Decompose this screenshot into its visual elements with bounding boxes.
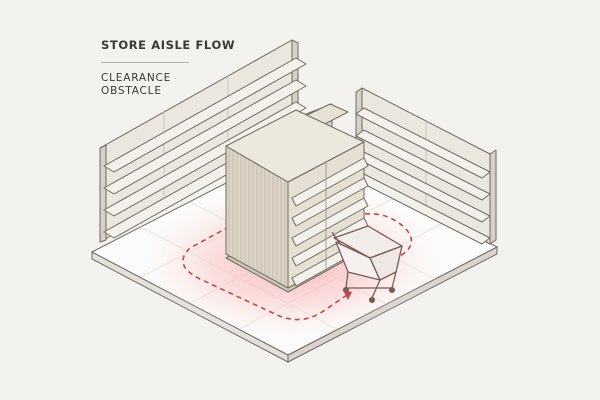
right-wall-shelf-boards bbox=[355, 107, 491, 245]
clearance-path bbox=[182, 212, 413, 321]
right-wall-shelf bbox=[355, 87, 497, 245]
left-wall-shelf bbox=[99, 39, 307, 243]
legend-item-clearance: CLEARANCE bbox=[101, 72, 172, 84]
legend-title: STORE AISLE FLOW bbox=[101, 38, 236, 52]
legend-item-obstacle: OBSTACLE bbox=[101, 85, 162, 97]
legend: STORE AISLE FLOW CLEARANCE OBSTACLE bbox=[101, 38, 235, 98]
gondola-top bbox=[225, 109, 365, 183]
shopping-cart-icon bbox=[331, 225, 403, 304]
legend-divider bbox=[101, 62, 189, 63]
gondola-end-panel-slats bbox=[226, 146, 288, 288]
